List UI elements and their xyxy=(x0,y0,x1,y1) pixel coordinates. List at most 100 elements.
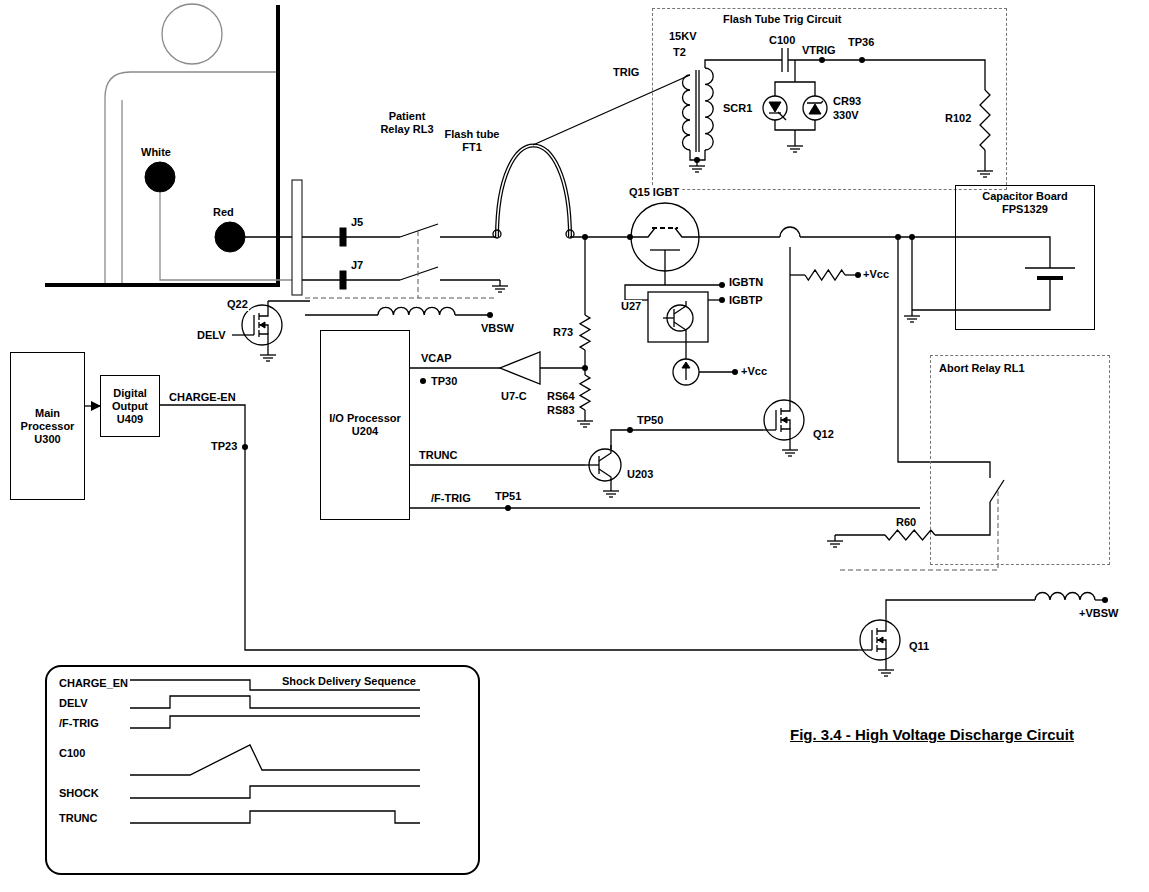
patient-body xyxy=(121,100,122,285)
schematic-label: VBSW xyxy=(480,322,515,335)
patient-body xyxy=(105,72,276,285)
ground-symbol xyxy=(907,318,917,319)
ground-symbol xyxy=(830,543,840,544)
ground-symbol xyxy=(788,455,792,456)
mosfet-symbol xyxy=(860,620,900,660)
junction-dot xyxy=(420,378,426,384)
wire xyxy=(410,464,585,465)
waveform xyxy=(130,696,420,708)
wire xyxy=(984,150,985,165)
junction-dot xyxy=(732,369,738,375)
igbt-symbol xyxy=(675,228,699,237)
resistor-symbol xyxy=(980,90,990,150)
current-source xyxy=(673,359,699,385)
zener-symbol xyxy=(809,104,821,114)
schematic-label: RS64 xyxy=(546,390,576,403)
mosfet-symbol xyxy=(762,429,776,430)
wire xyxy=(794,60,795,82)
wire xyxy=(790,274,805,275)
ground-symbol xyxy=(787,145,803,146)
ground-symbol xyxy=(984,165,985,171)
output-box: Digital Output U409 xyxy=(100,375,160,437)
schematic-label: Red xyxy=(212,206,235,219)
ground-symbol xyxy=(495,288,505,289)
schematic-label: Patient Relay RL3 xyxy=(376,110,438,136)
wire xyxy=(886,600,1035,616)
signal-name: C100 xyxy=(59,747,85,760)
schematic-label: Q15 IGBT xyxy=(628,186,680,199)
trigger-wire xyxy=(533,75,690,145)
ground-symbol xyxy=(904,315,920,316)
ground-symbol xyxy=(499,280,500,286)
schematic-label: T2 xyxy=(672,46,687,59)
ground-symbol xyxy=(577,420,593,421)
flash-tube xyxy=(497,146,570,238)
ground-symbol xyxy=(606,493,616,494)
junction-dot xyxy=(719,297,725,303)
wire xyxy=(789,247,790,396)
scr-symbol xyxy=(763,96,787,120)
wire xyxy=(160,405,858,650)
mosfet-symbol xyxy=(782,417,787,423)
wire xyxy=(455,314,490,315)
ground-symbol xyxy=(609,496,613,497)
opamp-symbol xyxy=(500,352,540,384)
schematic-label: J5 xyxy=(350,216,364,229)
signal-name: SHOCK xyxy=(59,787,99,800)
schematic-label: /F-TRIG xyxy=(430,492,472,505)
driver-box xyxy=(648,292,708,342)
wire xyxy=(664,250,665,285)
zener-symbol xyxy=(807,101,823,103)
resistor-symbol xyxy=(580,375,590,410)
ground-symbol xyxy=(881,672,891,673)
wire xyxy=(911,237,912,310)
transistor-symbol xyxy=(585,464,599,465)
ground-symbol xyxy=(610,485,611,491)
junction-dot xyxy=(719,282,725,288)
wire xyxy=(611,430,762,449)
mosfet-symbol xyxy=(240,334,254,335)
transformer-core xyxy=(698,70,699,152)
wire xyxy=(584,350,585,375)
ground-symbol xyxy=(885,664,886,670)
wire xyxy=(440,236,497,237)
wire xyxy=(302,236,340,237)
ground-symbol xyxy=(911,310,912,316)
waveform xyxy=(130,716,420,728)
processor-box: I/O Processor U204 xyxy=(320,330,410,520)
schematic-label: Q11 xyxy=(908,640,930,653)
mosfet-symbol xyxy=(877,649,886,664)
wire xyxy=(705,60,782,68)
junction-dot xyxy=(242,444,248,450)
wire xyxy=(835,534,885,535)
current-source xyxy=(682,362,690,368)
schematic-label: 15KV xyxy=(668,30,698,43)
waveform xyxy=(130,745,420,775)
schematic-label: +Vcc xyxy=(740,365,768,378)
wire xyxy=(346,279,400,280)
wire xyxy=(775,120,815,130)
igbt-symbol xyxy=(652,227,678,229)
lead-wire xyxy=(245,236,292,237)
schematic-label: U27 xyxy=(620,300,642,313)
ground-symbol xyxy=(789,444,790,450)
flash-tube xyxy=(497,146,570,238)
relay-contact xyxy=(400,267,438,280)
relay-linkage xyxy=(418,231,419,298)
junction-dot xyxy=(505,505,511,511)
tube-electrode xyxy=(493,230,501,238)
schematic-label: CR93 xyxy=(832,95,862,108)
schematic-label: J7 xyxy=(350,259,364,272)
box-title: I/O Processor U204 xyxy=(325,412,405,438)
ground-symbol xyxy=(977,170,993,171)
schematic-label: TP36 xyxy=(847,36,875,49)
resistor-symbol xyxy=(580,315,590,350)
wire xyxy=(570,236,631,237)
schematic-label: TP51 xyxy=(494,490,522,503)
transistor-symbol xyxy=(674,322,686,335)
ground-symbol xyxy=(827,540,843,541)
wire xyxy=(302,279,340,280)
coil-symbol xyxy=(378,307,455,315)
wire xyxy=(440,279,500,280)
relay-linkage xyxy=(998,491,999,570)
